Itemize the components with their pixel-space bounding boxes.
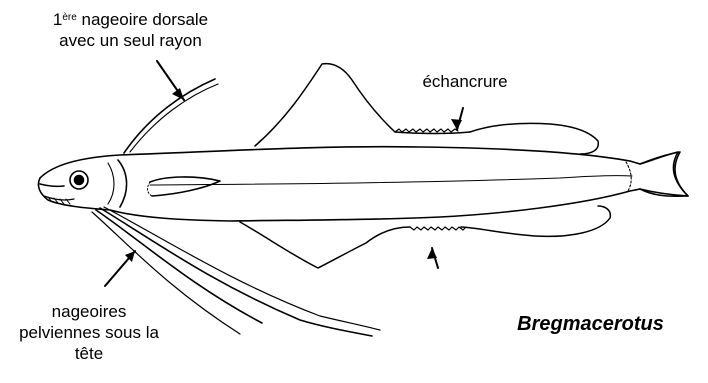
label-pelvic-fins: nageoires pelviennes sous la tête — [0, 301, 178, 364]
label-pelvic-line2: pelviennes sous la — [19, 323, 159, 342]
anal-notch-serration — [410, 227, 466, 230]
eye-pupil — [75, 176, 84, 185]
caudal-base — [626, 162, 631, 191]
anal-fin — [240, 222, 410, 268]
preopercle — [108, 163, 114, 204]
caudal-fin — [640, 152, 688, 196]
pectoral-fin — [150, 177, 220, 196]
gill-cover — [118, 160, 127, 207]
label-ordinal-suffix: ère — [62, 12, 76, 23]
pectoral-base — [148, 182, 152, 196]
pointer-arrows — [105, 61, 463, 286]
label-first-dorsal-fin-ordinal: 1 — [53, 10, 62, 29]
label-first-dorsal-fin: 1ère nageoire dorsale avec un seul rayon — [18, 9, 243, 51]
mouth — [40, 184, 64, 186]
label-first-dorsal-fin-line1: nageoire dorsale — [77, 10, 208, 29]
lateral-line — [150, 176, 632, 185]
dorsal-notch-serration — [395, 129, 458, 132]
fish-body — [38, 147, 688, 221]
label-notch: échancrure — [400, 71, 530, 92]
species-name: Bregmacerotus — [488, 314, 693, 335]
label-pelvic-line3: tête — [75, 344, 103, 363]
label-first-dorsal-fin-line2: avec un seul rayon — [59, 31, 202, 50]
posterior-anal-lobe — [461, 206, 610, 236]
arrow-heads — [125, 88, 462, 262]
label-pelvic-line1: nageoires — [52, 302, 127, 321]
